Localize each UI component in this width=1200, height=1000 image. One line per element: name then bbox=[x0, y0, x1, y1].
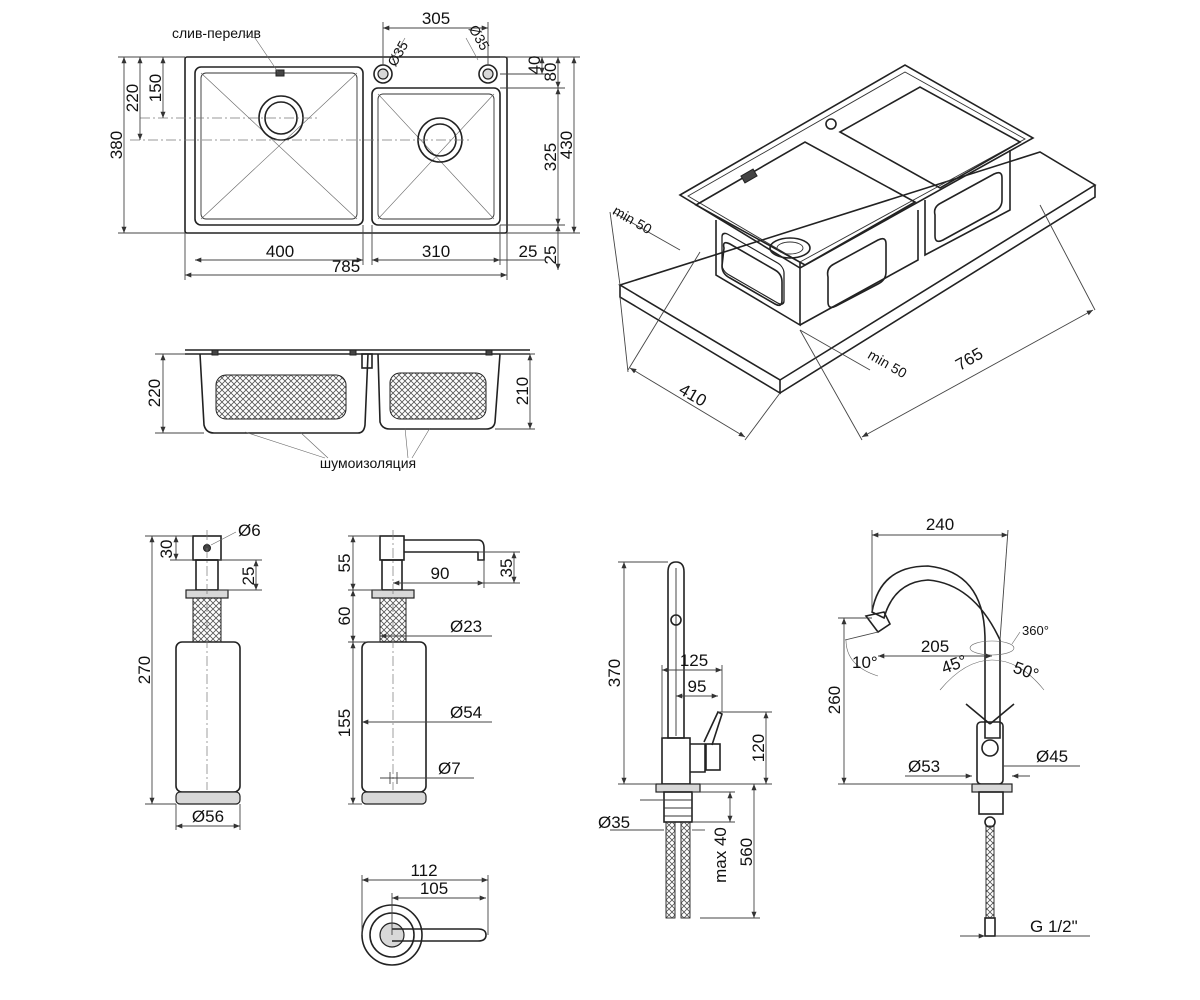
faucet-side-view: 370 125 95 120 Ø35 max 40 560 bbox=[598, 561, 772, 919]
disp-a-dim-d6: Ø6 bbox=[238, 521, 261, 540]
faucet-a-dim-d35: Ø35 bbox=[598, 813, 630, 832]
disp-a-dim-d56: Ø56 bbox=[192, 807, 224, 826]
faucet-a-dim-max40: max 40 bbox=[711, 827, 730, 883]
disp-a-dim-270: 270 bbox=[135, 656, 154, 684]
disp-b-dim-d7: Ø7 bbox=[438, 759, 461, 778]
dim-hole-diameter-1: Ø35 bbox=[384, 38, 411, 69]
dim-310: 310 bbox=[422, 242, 450, 261]
faucet-b-thread-g12: G 1/2" bbox=[1030, 917, 1078, 936]
sink-isometric-view: min 50 410 min 50 765 bbox=[609, 64, 1097, 441]
dim-785: 785 bbox=[332, 257, 360, 276]
dim-150: 150 bbox=[146, 74, 165, 102]
iso-dim-765: 765 bbox=[952, 344, 986, 375]
faucet-b-dim-d45: Ø45 bbox=[1036, 747, 1068, 766]
dim-80: 80 bbox=[541, 63, 560, 82]
disp-b-dim-90: 90 bbox=[431, 564, 450, 583]
faucet-a-dim-560: 560 bbox=[737, 838, 756, 866]
dispenser-top-view: 112 105 bbox=[361, 861, 489, 966]
iso-min50-right: min 50 bbox=[865, 346, 910, 381]
faucet-front-view: 240 360° 205 10° 45° 50° 260 Ø53 Ø45 G 1… bbox=[825, 515, 1090, 939]
faucet-b-dim-d53: Ø53 bbox=[908, 757, 940, 776]
disp-b-dim-d54: Ø54 bbox=[450, 703, 482, 722]
drain-overflow-label: слив-перелив bbox=[172, 25, 261, 41]
dim-380: 380 bbox=[107, 131, 126, 159]
disp-a-dim-25: 25 bbox=[239, 567, 258, 586]
dispenser-front-view: 30 Ø6 25 270 Ø56 bbox=[135, 521, 262, 830]
faucet-b-dim-50deg: 50° bbox=[1011, 658, 1042, 685]
disp-b-dim-35: 35 bbox=[497, 559, 516, 578]
sink-top-view: 305 Ø35 Ø35 слив-перелив 380 220 150 40 … bbox=[107, 9, 580, 280]
disp-b-dim-55: 55 bbox=[335, 554, 354, 573]
disp-b-dim-60: 60 bbox=[335, 607, 354, 626]
disp-top-dim-112: 112 bbox=[410, 861, 437, 880]
sink-side-view: 220 210 шумоизоляция bbox=[145, 349, 535, 471]
dim-25-horizontal: 25 bbox=[519, 242, 538, 261]
dispenser-side-view: 55 60 155 90 35 Ø23 Ø54 Ø7 bbox=[335, 530, 520, 805]
faucet-b-dim-205: 205 bbox=[921, 637, 949, 656]
disp-top-dim-105: 105 bbox=[420, 879, 448, 898]
faucet-a-dim-370: 370 bbox=[605, 659, 624, 687]
dim-40: 40 bbox=[525, 56, 544, 75]
faucet-a-dim-120: 120 bbox=[749, 734, 768, 762]
faucet-a-dim-125: 125 bbox=[680, 651, 708, 670]
noise-insulation-label: шумоизоляция bbox=[320, 455, 416, 471]
disp-b-dim-155: 155 bbox=[335, 709, 354, 737]
disp-b-dim-d23: Ø23 bbox=[450, 617, 482, 636]
dim-400: 400 bbox=[266, 242, 294, 261]
dim-305: 305 bbox=[422, 9, 450, 28]
side-dim-220: 220 bbox=[145, 379, 164, 407]
faucet-b-dim-10deg: 10° bbox=[852, 653, 878, 672]
side-dim-210: 210 bbox=[513, 377, 532, 405]
dim-430: 430 bbox=[557, 131, 576, 159]
faucet-b-dim-360: 360° bbox=[1022, 623, 1049, 638]
iso-dim-410: 410 bbox=[676, 380, 710, 411]
dim-25-vertical: 25 bbox=[541, 246, 560, 265]
disp-a-dim-30: 30 bbox=[157, 540, 176, 559]
dim-220: 220 bbox=[123, 84, 142, 112]
faucet-a-dim-95: 95 bbox=[688, 677, 707, 696]
dim-325: 325 bbox=[541, 143, 560, 171]
faucet-b-dim-260: 260 bbox=[825, 686, 844, 714]
faucet-b-dim-240: 240 bbox=[926, 515, 954, 534]
dim-hole-diameter-2: Ø35 bbox=[466, 22, 493, 53]
iso-min50-left: min 50 bbox=[610, 202, 655, 237]
